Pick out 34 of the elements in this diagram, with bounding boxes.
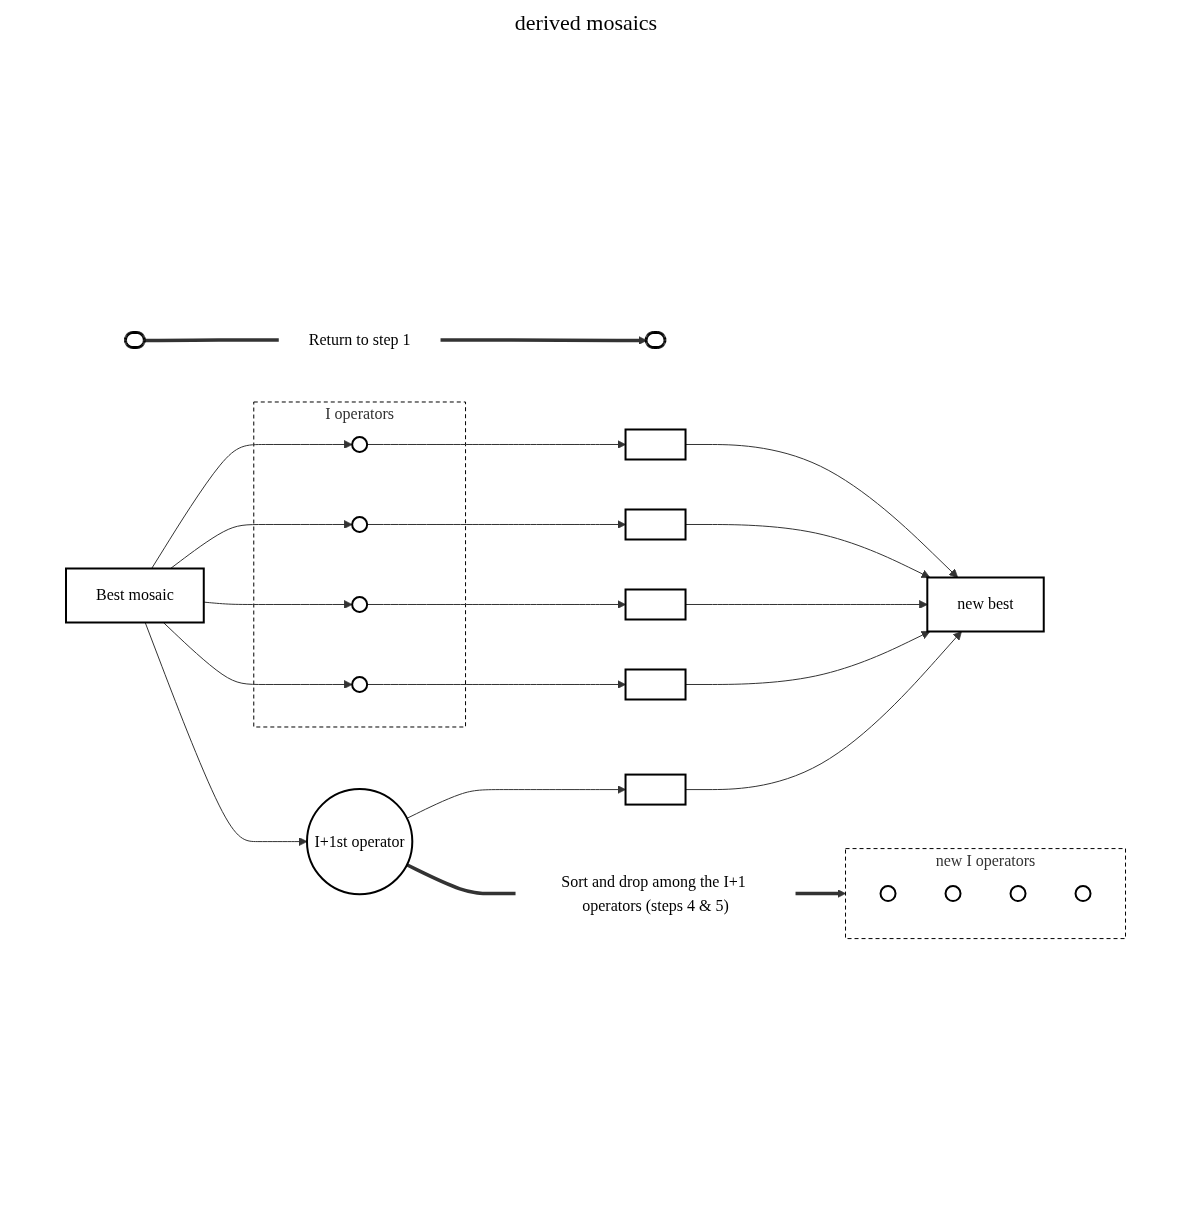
node-box xyxy=(624,773,687,806)
node-text: Return to step 1 xyxy=(309,331,411,349)
node-box xyxy=(624,588,687,621)
arrow xyxy=(144,622,308,847)
node-box xyxy=(624,508,687,541)
node-box: new best xyxy=(926,576,1045,633)
arrow xyxy=(795,889,847,899)
node-box xyxy=(624,428,687,461)
node-text: Sort and drop among the I+1 operators (steps 4 & 5) xyxy=(561,872,747,914)
column-label: derived mosaics xyxy=(514,10,658,35)
cluster: new I operators xyxy=(845,848,1127,940)
connector xyxy=(406,863,516,896)
node-circle xyxy=(351,516,369,534)
node-box: Best mosaic xyxy=(65,567,205,624)
cluster: I operators xyxy=(253,401,467,728)
arrow xyxy=(163,622,353,690)
node-circle xyxy=(879,885,897,903)
arrow xyxy=(685,524,931,579)
arrow xyxy=(685,600,928,610)
arrow xyxy=(440,336,648,346)
node-circle xyxy=(351,676,369,694)
arrow xyxy=(685,631,931,686)
node-box xyxy=(624,668,687,701)
connector xyxy=(145,338,279,343)
node-circle xyxy=(351,436,369,454)
arrow xyxy=(170,520,353,570)
arrow xyxy=(151,440,353,570)
arrow xyxy=(685,631,963,791)
node-circle xyxy=(1009,885,1027,903)
node-circle xyxy=(351,596,369,614)
arrow xyxy=(685,444,959,579)
node-circle xyxy=(944,885,962,903)
node-circle: I+1st operator xyxy=(306,788,414,896)
node-circle xyxy=(1074,885,1092,903)
